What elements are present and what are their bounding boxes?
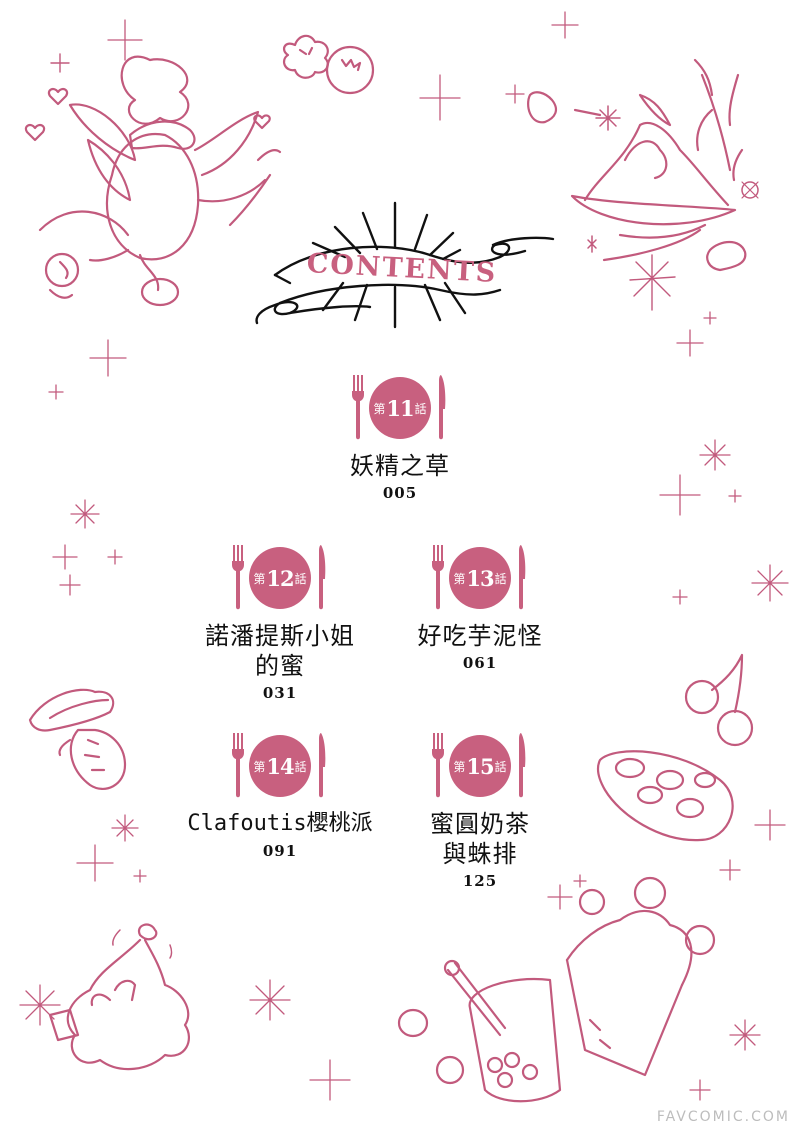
chapter-title-line: 妖精之草 [350, 452, 450, 480]
chapter-prefix: 第 [373, 401, 386, 416]
fork-knife-plate-icon [352, 375, 446, 440]
fork-knife-plate-icon [232, 733, 326, 798]
chapter-page-number: 031 [262, 684, 298, 702]
chapter-suffix: 話 [494, 571, 507, 586]
chapter-number: 12 [266, 565, 294, 591]
chapter-title-line: Clafoutis櫻桃派 [187, 811, 373, 836]
chapter-prefix: 第 [253, 571, 266, 586]
fork-knife-plate-icon [232, 545, 326, 610]
chapter-title-line: 的蜜 [255, 652, 305, 680]
chapter-number: 13 [466, 565, 494, 591]
chapter-title-line: 與蛛排 [442, 840, 518, 868]
chapter-prefix: 第 [453, 759, 466, 774]
chapter-page-number: 125 [462, 872, 498, 890]
fork-knife-plate-icon [432, 545, 526, 610]
chapter-number: 14 [266, 753, 294, 779]
chapter-title: 妖精之草 [290, 451, 510, 481]
mandrake-teapot-icon [24, 53, 282, 307]
chapter-number: 15 [466, 753, 494, 779]
chapter-page-number: 061 [462, 654, 498, 672]
chapter-page-number: 005 [382, 484, 418, 502]
chapter-title-line: 諾潘提斯小姐 [205, 622, 355, 650]
strawberry-leaf-icon [28, 688, 127, 791]
chapter-suffix: 話 [414, 401, 427, 416]
chapter-page-number: 091 [262, 842, 298, 860]
chapter-title: Clafoutis櫻桃派 [160, 809, 400, 839]
raspberry-blueberry-icon [282, 34, 375, 95]
chapter-title: 好吃芋泥怪 [370, 621, 590, 651]
chapter-suffix: 話 [494, 759, 507, 774]
sunburst-ribbon-icon [255, 201, 555, 329]
cherry-clafoutis-icon [596, 750, 734, 842]
sparkle-icon [19, 11, 789, 1101]
shaved-ice-bowl-icon [527, 58, 759, 325]
contents-heading-banner: CONTENTS [255, 195, 555, 330]
chapter-prefix: 第 [453, 571, 466, 586]
chapter-title: 蜜圓奶茶與蛛排 [370, 809, 590, 869]
chapter-suffix: 話 [294, 571, 307, 586]
bubble-tea-icon [397, 959, 562, 1103]
popcorn-bag-icon [565, 876, 716, 1077]
taro-monster-icon [48, 923, 191, 1071]
chapter-title-line: 蜜圓奶茶 [430, 810, 530, 838]
fork-knife-plate-icon [432, 733, 526, 798]
chapter-suffix: 話 [294, 759, 307, 774]
chapter-title: 諾潘提斯小姐的蜜 [170, 621, 390, 681]
cherries-icon [684, 653, 754, 747]
chapter-prefix: 第 [253, 759, 266, 774]
chapter-title-line: 好吃芋泥怪 [417, 622, 543, 650]
chapter-number: 11 [386, 395, 414, 421]
site-watermark: FAVCOMIC.COM [656, 1109, 790, 1125]
